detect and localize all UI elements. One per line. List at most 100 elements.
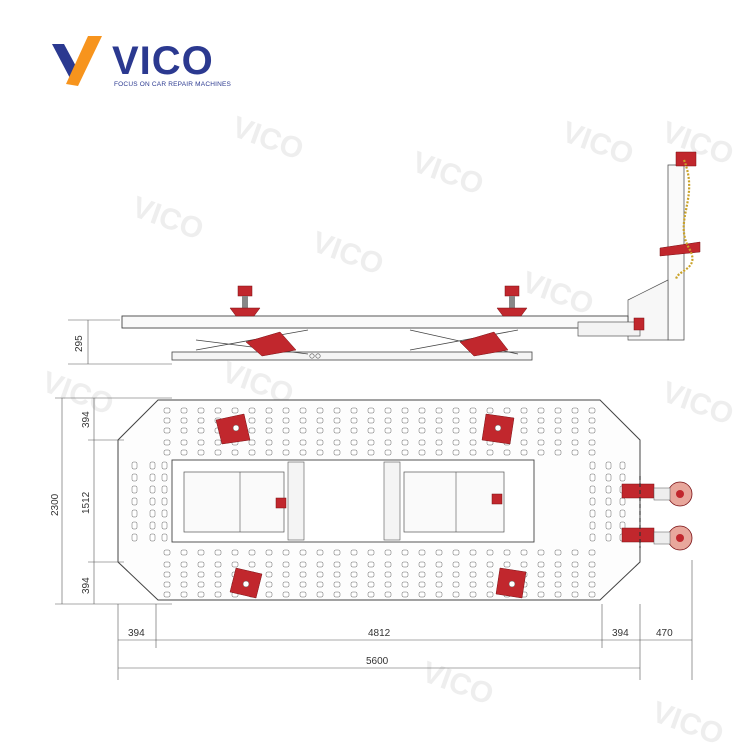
bench-hole [350,407,358,414]
bench-hole [197,549,205,556]
bench-hole [384,407,392,414]
bench-hole [197,407,205,414]
bench-hole [435,427,443,434]
bench-hole [588,581,596,588]
brand-logo: VICO FOCUS ON CAR REPAIR MACHINES [52,36,232,88]
bench-hole [571,449,579,456]
bench-hole [589,473,596,482]
watermark-text: VICO [408,146,488,202]
bench-hole [469,449,477,456]
watermark-text: VICO [228,111,308,167]
bench-hole [131,509,138,518]
bench-hole [333,581,341,588]
dimension-lines: 2300 394 1512 394 394 4812 394 470 5600 [50,397,693,680]
watermark-text: VICO [128,191,208,247]
bench-hole [316,591,324,598]
bench-hole [469,591,477,598]
bench-hole [231,449,239,456]
dim-total-width: 2300 [50,493,61,516]
bench-hole [248,427,256,434]
bench-hole [469,427,477,434]
bench-hole [316,581,324,588]
bench-hole [537,449,545,456]
watermark-text: VICO [658,116,738,172]
bench-hole [149,521,156,530]
bench-hole [469,417,477,424]
bench-hole [589,509,596,518]
bench-hole [180,591,188,598]
bench-hole [282,407,290,414]
bench-hole [299,449,307,456]
bench-hole [554,449,562,456]
bench-hole [161,473,168,482]
bench-hole [589,533,596,542]
bench-hole [367,449,375,456]
bench-hole [333,591,341,598]
bench-hole [248,549,256,556]
bench-hole [333,417,341,424]
bench-hole [435,407,443,414]
dim-tower-extension: 470 [656,628,673,639]
bench-hole [571,417,579,424]
bench-hole [350,439,358,446]
bench-hole [350,449,358,456]
bench-hole [435,449,443,456]
bench-hole [149,485,156,494]
side-clamp-right [496,285,528,317]
bench-hole [149,533,156,542]
bench-hole [231,407,239,414]
bench-hole [350,591,358,598]
bench-hole [401,439,409,446]
bench-hole [180,561,188,568]
pulling-tower [627,151,701,341]
bench-hole [161,461,168,470]
bench-hole [520,549,528,556]
bench-hole [265,591,273,598]
bench-hole [554,549,562,556]
bench-hole [619,509,626,518]
bench-hole [619,461,626,470]
bench-hole [163,581,171,588]
bench-hole [214,581,222,588]
bench-hole [605,461,612,470]
bench-hole [452,591,460,598]
bench-hole [503,561,511,568]
bench-hole [163,427,171,434]
bench-hole [367,427,375,434]
bench-hole [214,591,222,598]
bench-hole [197,591,205,598]
bench-hole [418,561,426,568]
bench-hole [197,449,205,456]
bench-hole [418,427,426,434]
bench-hole [418,549,426,556]
bench-hole [418,417,426,424]
dim-platform-length: 4812 [368,628,391,639]
bench-hole [282,549,290,556]
bench-hole [384,449,392,456]
bench-hole [588,591,596,598]
bench-hole [197,581,205,588]
top-clamp-bl [229,567,263,599]
bench-hole [605,521,612,530]
bench-hole [554,407,562,414]
brand-tagline: FOCUS ON CAR REPAIR MACHINES [114,81,232,88]
bench-hole [554,561,562,568]
bench-hole [299,439,307,446]
bench-hole [537,591,545,598]
bench-hole [282,439,290,446]
bench-hole [163,449,171,456]
bench-hole [520,407,528,414]
bench-hole [401,427,409,434]
bench-hole [367,581,375,588]
bench-hole [333,439,341,446]
bench-hole [384,427,392,434]
bench-hole [384,439,392,446]
bench-hole [401,407,409,414]
bench-hole [163,417,171,424]
bench-hole [401,581,409,588]
bench-hole [180,439,188,446]
bench-hole [299,571,307,578]
bench-hole [161,497,168,506]
bench-hole [554,427,562,434]
bench-hole [384,581,392,588]
